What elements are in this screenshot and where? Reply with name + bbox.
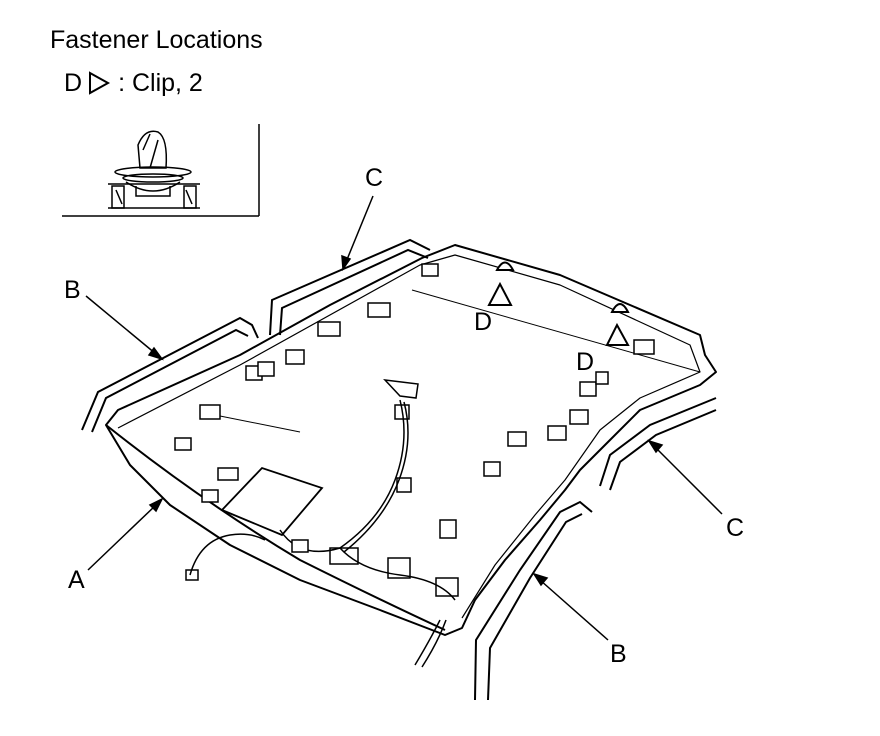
pillar-trim-left [81,238,431,433]
connector-blocks [174,263,655,553]
leader-arrows [85,195,723,641]
clip-marker-2 [605,303,630,346]
callout-d-2: D [576,348,595,376]
console-cutout [220,466,324,537]
legend-text: : Clip, 2 [118,68,203,97]
callout-b-left: B [64,276,81,304]
callout-c-right: C [726,514,745,542]
callout-d-1: D [474,308,493,336]
headliner-panel [105,244,717,636]
wire-harness [185,379,459,668]
callout-c-top: C [365,164,384,192]
clip-marker-1 [487,261,515,306]
callout-a: A [68,566,85,594]
clip-detail-inset [62,124,260,217]
legend-key: D [64,68,83,97]
clip-triangle-icon [86,70,112,96]
callout-b-right: B [610,640,627,668]
legend-line: D : Clip, 2 [64,70,203,96]
diagram-title: Fastener Locations [50,26,263,54]
pillar-trim-right [474,397,717,701]
